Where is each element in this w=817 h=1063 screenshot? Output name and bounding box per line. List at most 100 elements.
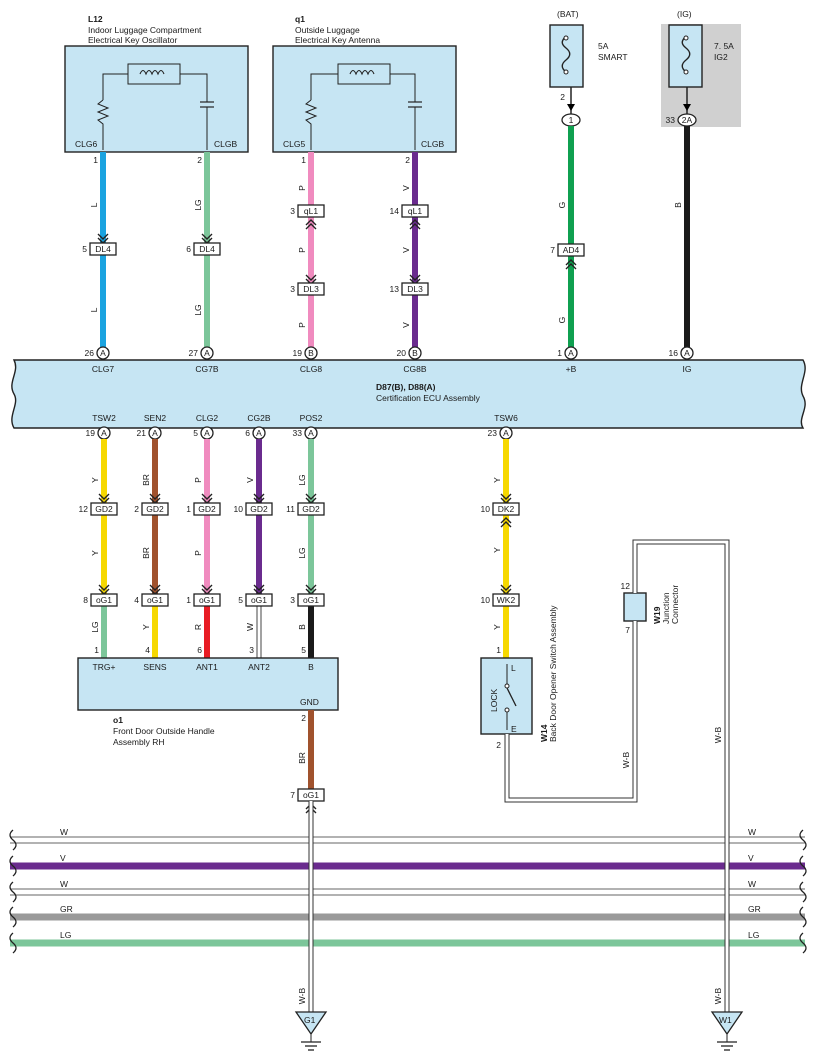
svg-text:7. 5A: 7. 5A [714, 41, 734, 51]
w14-top-pin: 1 [496, 645, 501, 655]
wire-connector-box [492, 502, 520, 516]
ecu-top-pin-circle [304, 346, 318, 360]
o1-component: o1 Front Door Outside Handle Assembly RH… [77, 657, 339, 747]
wire-connector-label: AD4 [563, 245, 580, 255]
bus-break-right [799, 829, 807, 851]
ecu-bottom-pin-conn: A [204, 428, 210, 438]
wire-code: B [297, 624, 307, 630]
ecu-bottom-pin-conn: A [503, 428, 509, 438]
bottom-wire-group: YGD212YoG18LGBRGD22BRoG14YPGD21PoG11RVGD… [79, 439, 520, 658]
o1-pin-name: ANT1 [196, 662, 218, 672]
ecu-top-pin-name: CG8B [403, 364, 426, 374]
wire-connector-pin: 3 [290, 206, 295, 216]
bus-break-left [9, 829, 17, 851]
wire-code: V [245, 477, 255, 483]
svg-text:(IG): (IG) [677, 9, 692, 19]
wire-w19-wb [633, 540, 729, 1012]
ig-fuse: (IG) 7. 5A IG2 [661, 9, 741, 127]
wire-connector-pin: 11 [286, 504, 295, 514]
bus-label-right: GR [748, 904, 761, 914]
svg-text:W1: W1 [719, 1015, 732, 1025]
wire-code: Y [492, 477, 502, 483]
bus-label-right: W [748, 827, 756, 837]
wire-code: W-B [621, 751, 631, 768]
wire-connector-pin: 7 [550, 245, 555, 255]
ecu-bottom-pin-name: CLG2 [196, 413, 218, 423]
wire-connector-pin: 3 [290, 595, 295, 605]
wire-code: V [401, 247, 411, 253]
svg-text:L12: L12 [88, 14, 103, 24]
w19-pin: 12 [621, 581, 631, 591]
q1-component: q1 Outside Luggage Electrical Key Antenn… [272, 14, 457, 153]
fuse-arrow [683, 104, 691, 111]
ecu-top-pin-conn: A [100, 348, 106, 358]
terminal-label: 2A [682, 115, 693, 125]
wire-connector-pin: 8 [83, 595, 88, 605]
o1-pin-name: TRG+ [93, 662, 116, 672]
wire-connector-label: qL1 [304, 206, 318, 216]
wire-code: Y [492, 624, 502, 630]
wire-connector-box [90, 593, 118, 607]
wire-code: LG [297, 547, 307, 558]
bus-label-right: W [748, 879, 756, 889]
wire-connector-label: oG1 [303, 595, 319, 605]
ecu-pin-group: A26CLG7A27CG7BB19CLG8B20CG8BA1+BA16IGTSW… [85, 346, 694, 440]
bus-break-right [799, 932, 807, 954]
ecu-bottom-pin-num: 33 [293, 428, 303, 438]
wire-connector-label: DL3 [407, 284, 423, 294]
wire-connector-box [193, 242, 221, 256]
wire-code: P [297, 322, 307, 328]
svg-text:Connector: Connector [670, 585, 680, 624]
svg-text:CLG5: CLG5 [283, 139, 305, 149]
ecu-top-pin-name: CG7B [195, 364, 218, 374]
wire-connector-pin: 6 [186, 244, 191, 254]
wire-top-pin: 2 [197, 155, 202, 165]
svg-text:G1: G1 [304, 1015, 316, 1025]
ecu-bottom-pin-conn: A [308, 428, 314, 438]
wire-connector-pin: 1 [186, 595, 191, 605]
wire-connector-label: GD2 [146, 504, 164, 514]
wire-top-pin: 1 [93, 155, 98, 165]
wire-top-pin: 2 [405, 155, 410, 165]
wire-code: L [89, 307, 99, 312]
svg-text:o1: o1 [113, 715, 123, 725]
ecu-top-pin-circle [96, 346, 110, 360]
wire-code: BR [141, 474, 151, 486]
wire-connector-label: oG1 [199, 595, 215, 605]
bus-label-right: LG [748, 930, 759, 940]
wire-code: Y [90, 477, 100, 483]
wire-connector-pin: 14 [390, 206, 400, 216]
svg-text:(BAT): (BAT) [557, 9, 579, 19]
wire-connector-label: oG1 [303, 790, 319, 800]
svg-text:D87(B), D88(A): D87(B), D88(A) [376, 382, 436, 392]
wire-code: B [673, 202, 683, 208]
ecu-top-pin-name: IG [683, 364, 692, 374]
ecu-bottom-pin-conn: A [152, 428, 158, 438]
o1-pin-num: 4 [145, 645, 150, 655]
ecu-bottom-pin-num: 6 [245, 428, 250, 438]
svg-text:Front Door Outside Handle: Front Door Outside Handle [113, 726, 215, 736]
wire-connector-label: GD2 [302, 504, 320, 514]
wire-connector-box [141, 593, 169, 607]
ecu-bottom-pin-name: TSW2 [92, 413, 116, 423]
wire-connector-pin: 2 [134, 504, 139, 514]
wire-code: W [245, 623, 255, 631]
svg-text:W14: W14 [539, 724, 549, 742]
wire-connector-pin: 10 [481, 595, 491, 605]
wire-connector-box [297, 282, 325, 296]
ecu-bottom-pin-name: POS2 [300, 413, 323, 423]
o1-pin-name: B [308, 662, 314, 672]
wire-code: G [557, 317, 567, 324]
svg-text:Outside Luggage: Outside Luggage [295, 25, 360, 35]
wire-top-pin: 1 [301, 155, 306, 165]
wire-connector-label: DL4 [199, 244, 215, 254]
ecu-top-pin-conn: B [412, 348, 418, 358]
w14-bottom-pin: 2 [496, 740, 501, 750]
bus-label-left: W [60, 827, 68, 837]
wire-connector-box [141, 502, 169, 516]
svg-text:Electrical Key Antenna: Electrical Key Antenna [295, 35, 380, 45]
ecu-top-pin-circle [200, 346, 214, 360]
ecu-bottom-pin-num: 19 [86, 428, 96, 438]
